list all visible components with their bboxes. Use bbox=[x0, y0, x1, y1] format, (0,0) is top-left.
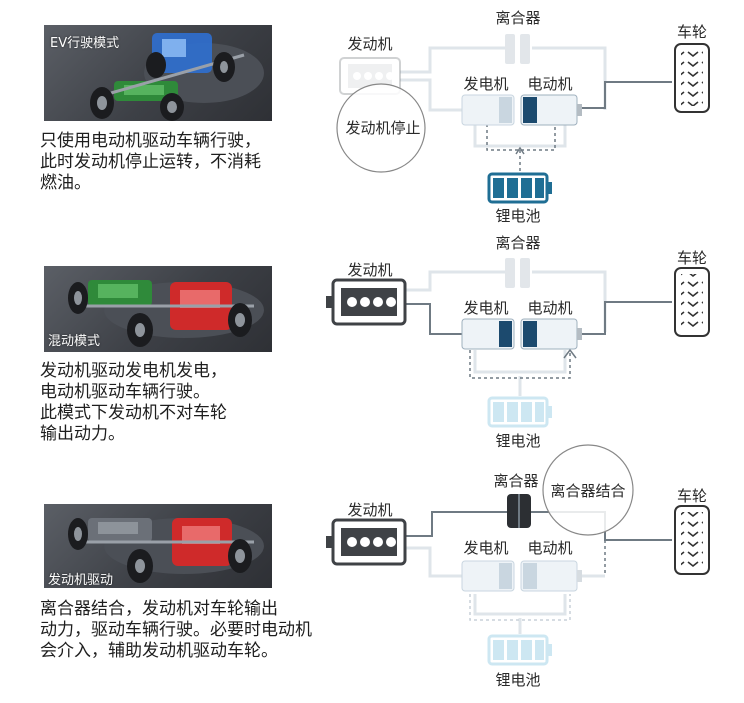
engine-stop-callout bbox=[336, 83, 426, 173]
wheel-label: 车轮 bbox=[677, 249, 707, 267]
diagram-hybrid: 离合器 发动机 发电机 电动机 车轮 锂电池 bbox=[326, 234, 710, 450]
diagram-engine-drive: 离合器 发动机 发电机 电动机 车轮 锂电池 离合器结合 bbox=[326, 444, 710, 689]
battery-icon bbox=[487, 172, 552, 204]
mode-description-hybrid: 发动机驱动发电机发电， 电动机驱动车辆行驶。 此模式下发动机不对车轮 输出动力。 bbox=[40, 361, 227, 445]
engine-label: 发动机 bbox=[347, 261, 392, 279]
generator-icon bbox=[461, 560, 515, 592]
generator-label: 发电机 bbox=[463, 75, 508, 93]
battery-icon bbox=[487, 396, 552, 428]
clutch-engaged-callout bbox=[542, 444, 634, 536]
photo-label: EV行驶模式 bbox=[50, 36, 120, 51]
battery-label: 锂电池 bbox=[495, 207, 540, 225]
arrow-up-icon bbox=[563, 348, 577, 359]
chassis-photo-hybrid: 混动模式 bbox=[44, 266, 272, 352]
photo-label: 混动模式 bbox=[48, 334, 101, 349]
chassis-photo-engine: 发动机驱动 bbox=[44, 504, 272, 588]
wheel-label: 车轮 bbox=[677, 23, 707, 41]
description-line: 输出动力。 bbox=[40, 424, 125, 444]
clutch-label: 离合器 bbox=[493, 472, 538, 490]
description-line: 此时发动机停止运转，不消耗 bbox=[40, 152, 261, 172]
description-line: 离合器结合，发动机对车轮输出 bbox=[40, 599, 278, 619]
engine-icon bbox=[326, 518, 407, 566]
clutch-icon bbox=[507, 494, 531, 528]
power-flow-lines bbox=[405, 301, 672, 379]
generator-icon bbox=[461, 318, 515, 350]
generator-label: 发电机 bbox=[463, 539, 508, 557]
battery-module-green bbox=[114, 81, 178, 101]
arrow-up-icon bbox=[515, 146, 525, 155]
wheel-label: 车轮 bbox=[677, 487, 707, 505]
description-line: 燃油。 bbox=[40, 173, 91, 193]
battery-label: 锂电池 bbox=[495, 432, 540, 450]
description-line: 动力，驱动车辆行驶。必要时电动机 bbox=[40, 620, 312, 640]
callout-text: 离合器结合 bbox=[550, 482, 625, 500]
motor-icon bbox=[520, 560, 582, 592]
battery-module-green bbox=[88, 280, 152, 306]
motor-icon bbox=[520, 94, 582, 126]
motor-label: 电动机 bbox=[527, 75, 572, 93]
description-line: 电动机驱动车辆行驶。 bbox=[40, 382, 210, 402]
wheel-icon bbox=[674, 267, 710, 337]
photo-label: 发动机驱动 bbox=[48, 573, 114, 588]
motor-module-blue bbox=[152, 33, 212, 73]
clutch-icon bbox=[505, 34, 530, 64]
battery-icon bbox=[487, 634, 552, 666]
motor-label: 电动机 bbox=[527, 539, 572, 557]
clutch-icon bbox=[505, 258, 530, 288]
wheel-icon bbox=[674, 43, 710, 113]
clutch-label: 离合器 bbox=[495, 234, 540, 252]
generator-icon bbox=[461, 94, 515, 126]
description-line: 只使用电动机驱动车辆行驶， bbox=[40, 131, 261, 151]
mode-description-ev: 只使用电动机驱动车辆行驶， 此时发动机停止运转，不消耗 燃油。 bbox=[40, 131, 261, 194]
frame-module-gray bbox=[88, 518, 152, 542]
chassis-illustration bbox=[90, 33, 264, 121]
engine-label: 发动机 bbox=[347, 35, 392, 53]
engine-label: 发动机 bbox=[347, 501, 392, 519]
wheel-icon bbox=[674, 505, 710, 575]
description-line: 发动机驱动发电机发电， bbox=[40, 361, 227, 381]
description-line: 会介入，辅助发动机驱动车轮。 bbox=[40, 641, 278, 661]
mode-description-engine: 离合器结合，发动机对车轮输出 动力，驱动车辆行驶。必要时电动机 会介入，辅助发动… bbox=[40, 599, 312, 662]
power-flow-lines bbox=[486, 81, 672, 174]
battery-label: 锂电池 bbox=[495, 671, 540, 689]
motor-icon bbox=[520, 318, 582, 350]
callout-text: 发动机停止 bbox=[345, 119, 420, 137]
chassis-illustration bbox=[68, 518, 264, 583]
diagram-ev: 离合器 发动机 发电机 电动机 车轮 锂电池 发动机停止 bbox=[336, 9, 710, 225]
motor-label: 电动机 bbox=[527, 299, 572, 317]
chassis-photo-ev: EV行驶模式 bbox=[44, 25, 272, 121]
description-line: 此模式下发动机不对车轮 bbox=[40, 403, 227, 423]
clutch-label: 离合器 bbox=[495, 9, 540, 27]
generator-label: 发电机 bbox=[463, 299, 508, 317]
engine-icon bbox=[326, 278, 407, 326]
chassis-illustration bbox=[68, 280, 264, 347]
